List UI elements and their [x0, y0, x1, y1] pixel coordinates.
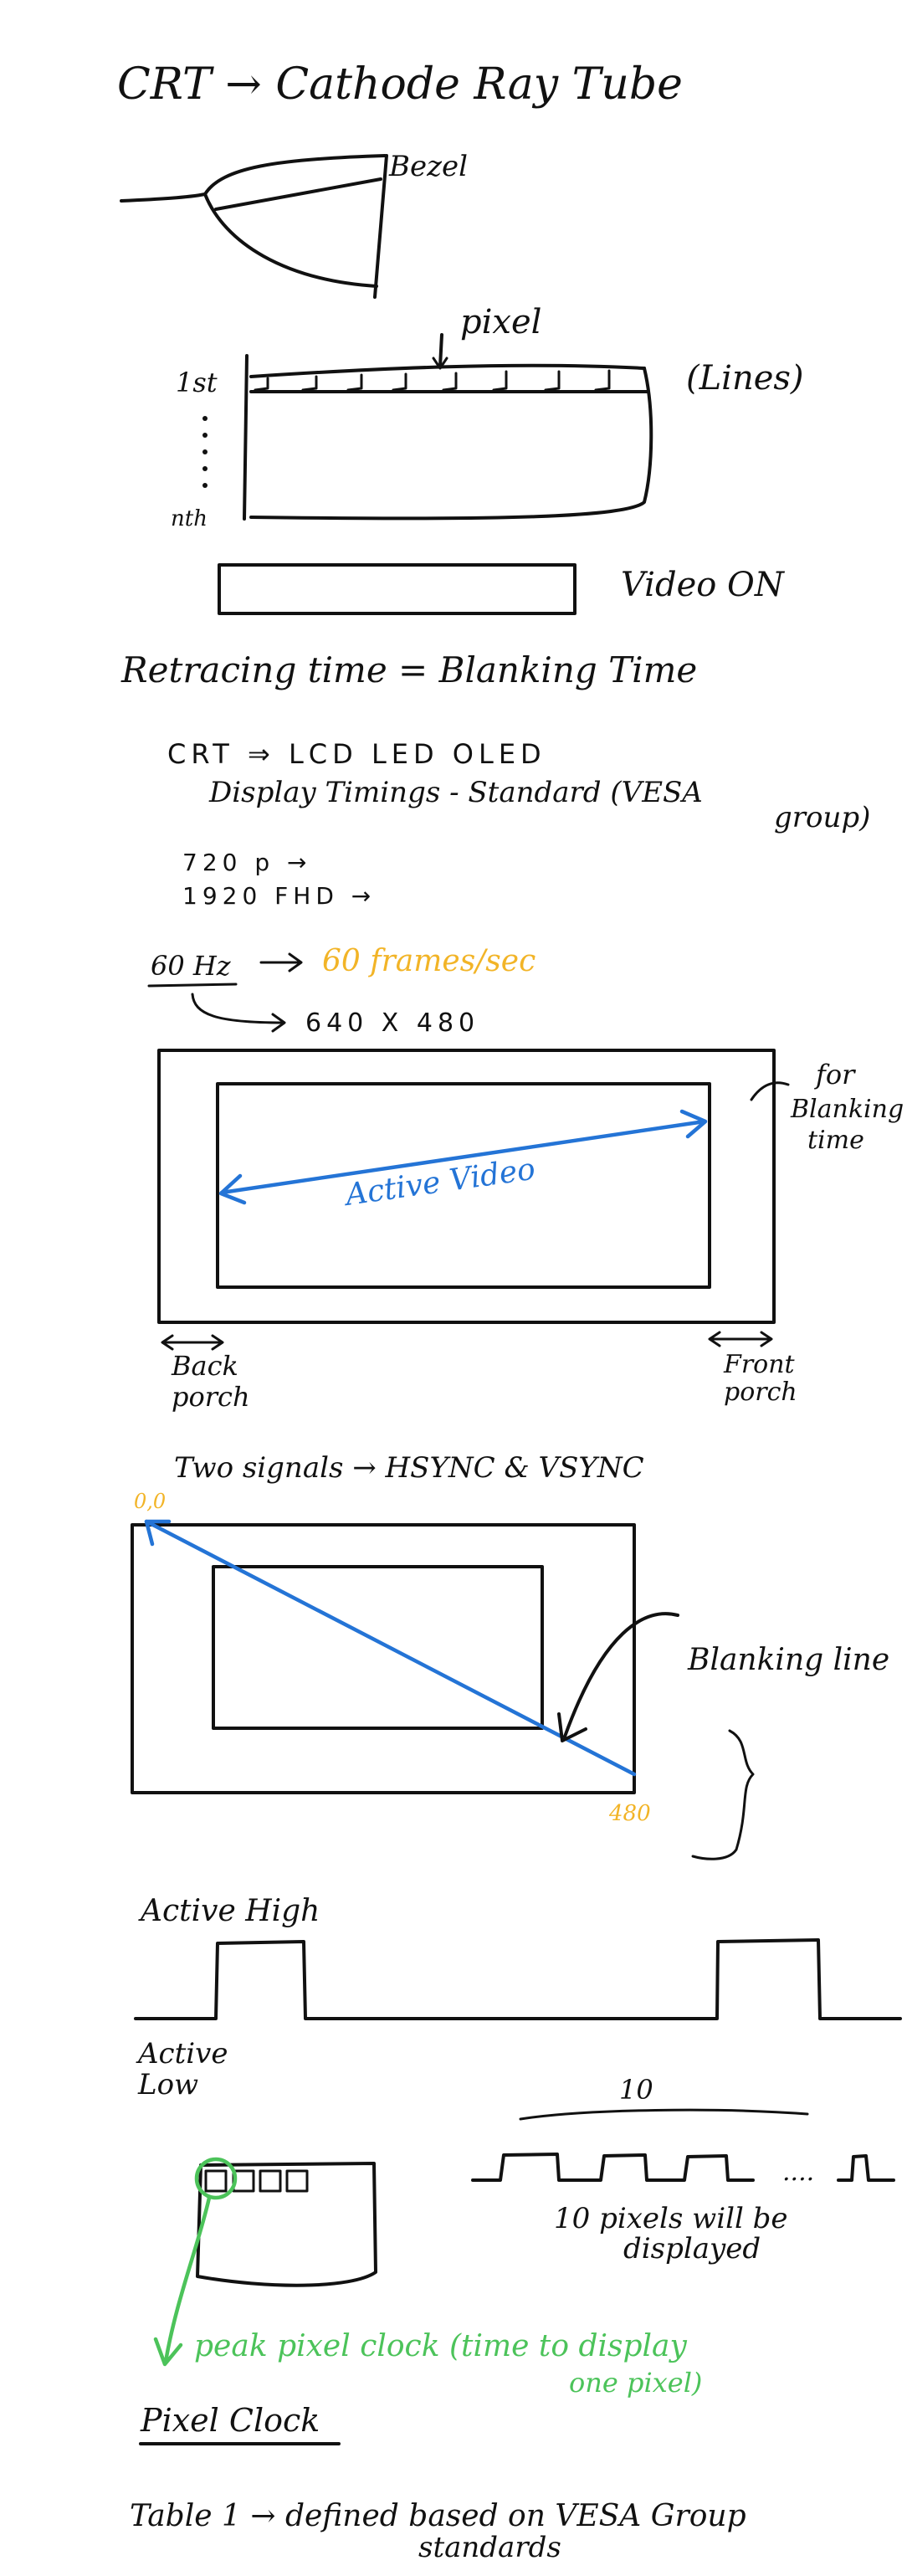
blanking-line-label: Blanking line [687, 1643, 889, 1677]
crt-tube-sketch [120, 154, 388, 299]
bezel-label: Bezel [388, 150, 468, 183]
two-signals-text: Two signals → HSYNC & VSYNC [174, 1451, 644, 1485]
nth-row-label: nth [171, 506, 208, 531]
pixel-clock-waveform [471, 2153, 895, 2182]
display-types-text: CRT ⇒ LCD LED OLED [167, 738, 546, 770]
frames-per-sec-text: 60 frames/sec [322, 944, 535, 978]
pixel-cell-3 [259, 2169, 282, 2193]
for-blanking-text: for [814, 1059, 856, 1090]
display-timings-text: Display Timings - Standard (VESA [208, 776, 703, 809]
res-720-text: 720 p → [182, 849, 311, 876]
back-porch-text: porch [172, 1381, 250, 1413]
sync-inner-rect [212, 1565, 544, 1730]
green-pointer-arrow [153, 2195, 212, 2367]
blanking-diagonal [144, 1519, 637, 1777]
back-text: Back [171, 1350, 238, 1382]
front-porch-text: porch [724, 1378, 797, 1407]
low-label: Low [137, 2068, 198, 2101]
table-1-text: Table 1 → defined based on VESA Group [130, 2499, 746, 2533]
peak-clock-text-1: peak pixel clock (time to display [194, 2329, 688, 2363]
peak-clock-text-2: one pixel) [569, 2367, 702, 2399]
active-high-waveform [134, 1938, 902, 2020]
front-text: Front [723, 1350, 796, 1379]
retracing-text: Retracing time = Blanking Time [120, 649, 697, 690]
ten-pixels-text-2: displayed [623, 2232, 761, 2266]
total-frame-rect [157, 1049, 776, 1324]
hz-text: 60 Hz [151, 950, 232, 982]
active-video-rect [216, 1082, 711, 1289]
ten-label: 10 [619, 2074, 653, 2106]
end-480-label: 480 [608, 1801, 651, 1826]
active-video-arrow [218, 1109, 708, 1205]
hz-arrow-down [191, 993, 286, 1033]
blanking-pointer [750, 1081, 790, 1101]
video-on-box [218, 563, 576, 615]
hz-arrow-right [259, 952, 303, 972]
pixel-clock-dots: .... [782, 2158, 814, 2187]
pixel-cell-4 [285, 2169, 309, 2193]
active-label: Active [136, 2037, 228, 2071]
screen-lines-sketch [202, 333, 653, 521]
video-on-label: Video ON [621, 566, 786, 604]
table-1-text-2: standards [418, 2531, 561, 2564]
highlight-circle [194, 2157, 238, 2200]
title-text: CRT → Cathode Ray Tube [117, 59, 683, 110]
pixel-screen-outline [196, 2162, 377, 2287]
sync-outer-rect [131, 1523, 636, 1794]
ten-brace [519, 2108, 809, 2121]
time-word-text: time [807, 1126, 864, 1155]
lines-label: (Lines) [686, 359, 804, 398]
active-high-label: Active High [138, 1894, 320, 1928]
vertical-brace [691, 1729, 755, 1860]
front-porch-arrow [708, 1331, 773, 1347]
res-1920-text: 1920 FHD → [182, 882, 376, 910]
blanking-word-text: Blanking [790, 1095, 904, 1124]
vesa-group-text: group) [774, 801, 870, 834]
pixel-label: pixel [460, 303, 541, 341]
pixel-clock-heading: Pixel Clock [140, 2402, 320, 2439]
ten-pixels-text-1: 10 pixels will be [554, 2202, 788, 2235]
blanking-line-pointer [557, 1612, 679, 1742]
origin-label: 0,0 [134, 1490, 166, 1513]
resolution-text: 640 X 480 [305, 1008, 479, 1038]
pixel-cell-1 [204, 2169, 228, 2193]
back-porch-arrow [161, 1334, 224, 1351]
hz-underline [147, 983, 238, 988]
first-row-label: 1st [176, 367, 218, 398]
